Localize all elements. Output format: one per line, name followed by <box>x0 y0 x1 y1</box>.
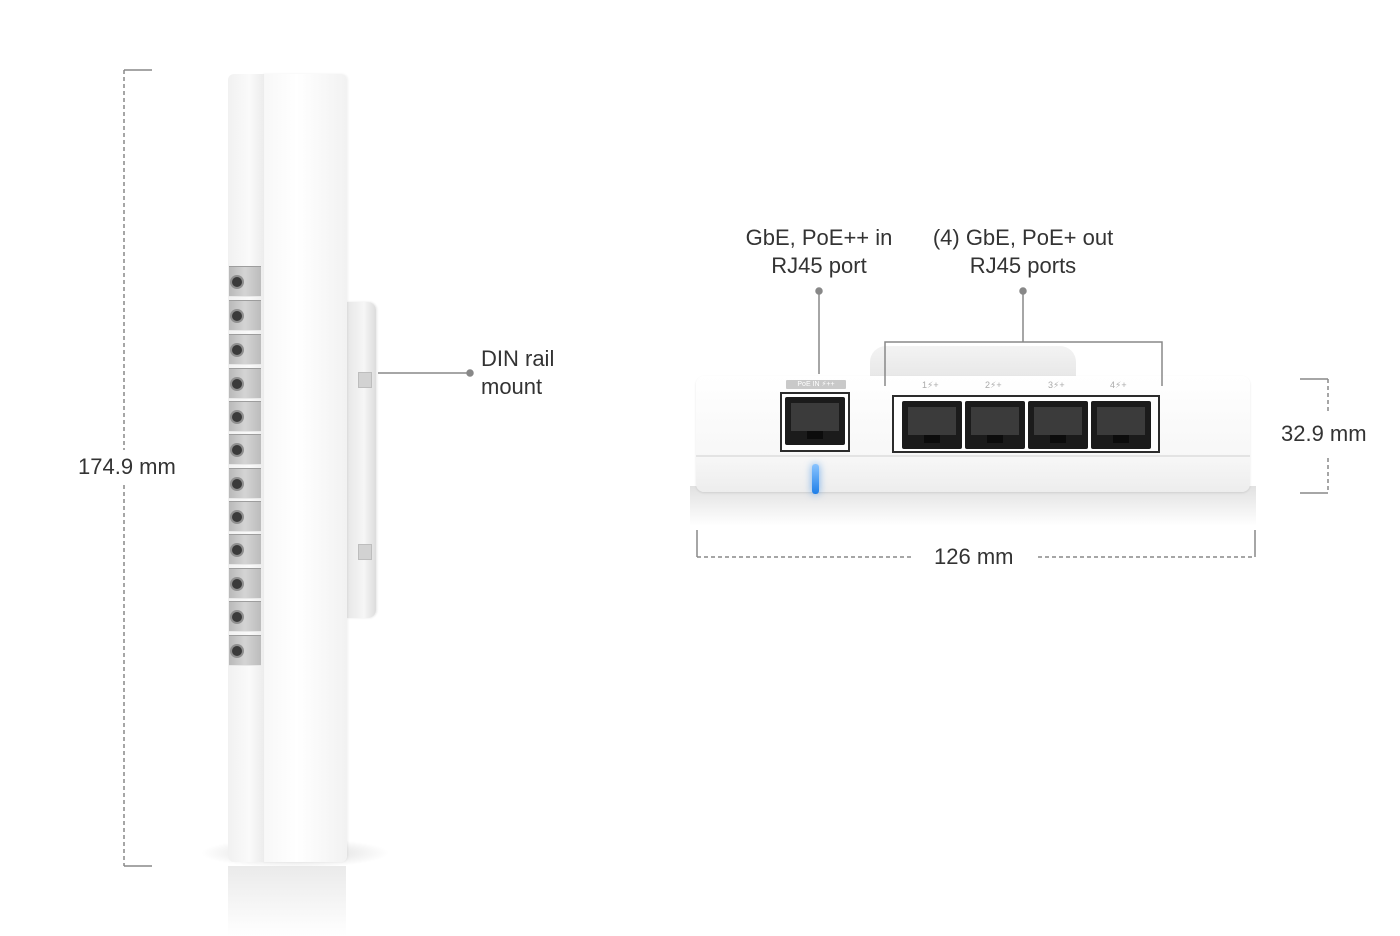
side-vent <box>229 434 261 465</box>
side-vent <box>229 534 261 565</box>
vent-hole <box>232 612 242 622</box>
port-label-4: 4⚡+ <box>1110 380 1127 390</box>
front-body-seam <box>696 455 1250 457</box>
poe-in-callout-label: GbE, PoE++ in RJ45 port <box>719 224 919 280</box>
din-rail-callout-line-1: DIN rail <box>481 346 555 371</box>
side-view-reflection <box>228 866 346 936</box>
poe-in-rj45-port <box>785 397 845 445</box>
din-rail-callout-label: DIN rail mount <box>481 345 554 401</box>
side-vent <box>229 368 261 399</box>
din-clip-lower-notch <box>358 544 372 560</box>
port-label-1: 1⚡+ <box>922 380 939 390</box>
vent-hole <box>232 579 242 589</box>
height-dimension-line <box>123 69 152 867</box>
port-label-3: 3⚡+ <box>1048 380 1065 390</box>
vent-hole <box>232 445 242 455</box>
vent-hole <box>232 311 242 321</box>
poe-out-rj45-port-2 <box>965 401 1025 449</box>
side-vent <box>229 266 261 297</box>
side-vent <box>229 501 261 532</box>
side-vent <box>229 401 261 432</box>
side-vent <box>229 601 261 632</box>
poe-in-callout-line <box>815 287 823 374</box>
poe-out-rj45-port-1 <box>902 401 962 449</box>
poe-in-callout-line-2: RJ45 port <box>771 253 867 278</box>
vent-hole <box>232 345 242 355</box>
din-rail-clip <box>346 302 376 618</box>
din-clip-upper-notch <box>358 372 372 388</box>
vent-hole <box>232 479 242 489</box>
side-vent <box>229 300 261 331</box>
din-rail-callout-line-2: mount <box>481 374 543 399</box>
vent-hole <box>232 412 242 422</box>
poe-in-callout-line-1: GbE, PoE++ in <box>745 225 893 250</box>
width-dimension-label: 126 mm <box>934 544 1014 569</box>
poe-in-port-marking: PoE IN ⚡++ <box>786 380 846 389</box>
side-vent <box>229 468 261 499</box>
side-vent <box>229 635 261 666</box>
poe-out-callout-label: (4) GbE, PoE+ out RJ45 ports <box>913 224 1133 280</box>
poe-out-callout-bracket <box>884 287 1163 386</box>
poe-out-callout-line-2: RJ45 ports <box>969 253 1077 278</box>
port-label-2: 2⚡+ <box>985 380 1002 390</box>
status-led <box>812 464 819 494</box>
width-dimension-line <box>696 530 1256 558</box>
vent-hole <box>232 646 242 656</box>
side-vent <box>229 568 261 599</box>
height-dimension-label: 174.9 mm <box>78 454 176 479</box>
vent-hole <box>232 512 242 522</box>
poe-out-rj45-port-4 <box>1091 401 1151 449</box>
vent-hole <box>232 545 242 555</box>
poe-out-callout-line-1: (4) GbE, PoE+ out <box>932 225 1114 250</box>
poe-out-rj45-port-3 <box>1028 401 1088 449</box>
depth-dimension-line <box>1300 378 1329 494</box>
din-rail-callout-line <box>378 369 474 377</box>
side-vent <box>229 334 261 365</box>
vent-hole <box>232 277 242 287</box>
depth-dimension-label: 32.9 mm <box>1281 421 1367 446</box>
front-view-reflection <box>690 486 1256 526</box>
vent-hole <box>232 379 242 389</box>
